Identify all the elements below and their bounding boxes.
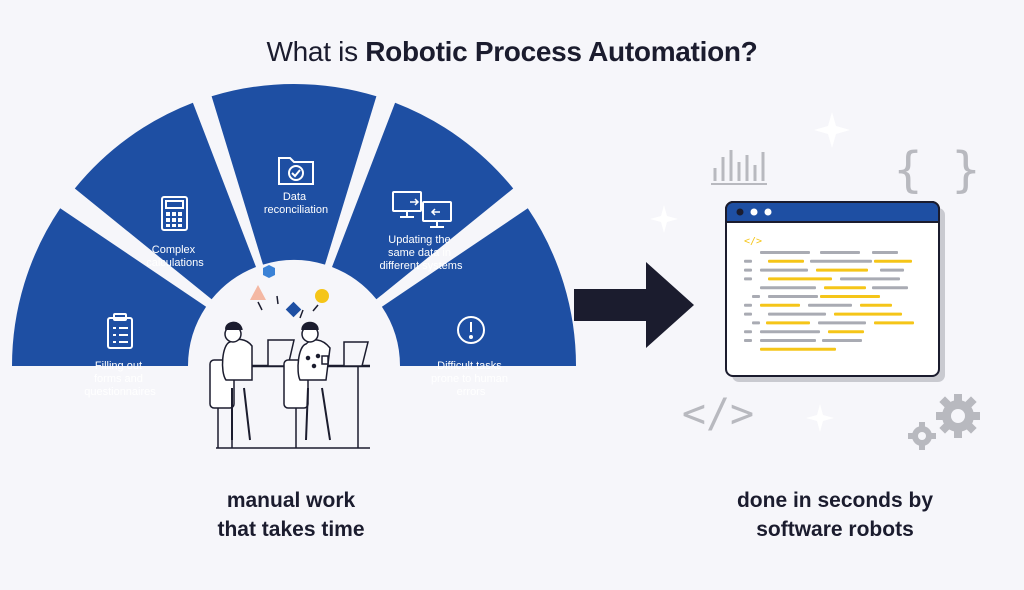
- caption-software-robots: done in seconds by software robots: [700, 486, 970, 544]
- hexagon-shape: [263, 265, 275, 278]
- code-line-bar: [840, 277, 900, 281]
- segment-updating: [332, 102, 514, 300]
- floating-shapes: [250, 265, 329, 319]
- circle-shape: [315, 289, 329, 303]
- code-line-bar: [760, 268, 808, 272]
- diamond-shape: [285, 301, 302, 318]
- caption-line: software robots: [756, 518, 914, 541]
- code-line-bar: [822, 339, 862, 342]
- window-title-bar: [725, 201, 940, 223]
- code-line-bar: [768, 277, 832, 281]
- calculator-icon: [161, 196, 188, 231]
- code-line-bar: [760, 330, 820, 334]
- caption-manual-work: manual work that takes time: [166, 486, 416, 544]
- code-window: </>: [725, 201, 945, 382]
- folder-check-icon: [278, 157, 314, 185]
- code-line-bar: [808, 303, 852, 307]
- code-line-bar: [824, 286, 866, 290]
- code-line-bar: [860, 303, 892, 307]
- segment-label-errors: Difficult tasks prone to human errors: [431, 360, 511, 398]
- gears-icon: [908, 394, 980, 450]
- triangle-shape: [250, 285, 266, 300]
- caption-line: that takes time: [217, 518, 365, 541]
- code-line-bar: [760, 339, 816, 342]
- segment-label-forms: Filling out forms and questionnaires: [84, 360, 156, 398]
- segment-label-calculations: Complex calculations: [146, 244, 204, 269]
- code-line-bar: [752, 295, 760, 298]
- code-line-bar: [880, 268, 904, 272]
- code-line-bar: [818, 321, 866, 325]
- code-lines: [744, 251, 914, 351]
- code-line-bar: [760, 347, 836, 351]
- code-line-bar: [768, 259, 804, 263]
- segment-forms: [11, 208, 207, 366]
- code-line-bar: [752, 321, 760, 325]
- code-line-bar: [810, 259, 872, 263]
- window-dot: [764, 208, 772, 216]
- code-line-bar: [744, 339, 752, 342]
- code-line-bar: [766, 321, 810, 325]
- code-line-bar: [872, 286, 908, 290]
- segment-label-reconciliation: Data reconciliation: [264, 191, 328, 216]
- window-dot: [750, 208, 758, 216]
- code-line-bar: [760, 286, 816, 290]
- code-line-bar: [828, 330, 864, 334]
- code-line-bar: [874, 259, 912, 263]
- right-arrow-icon: [574, 262, 694, 348]
- code-tag-icon: </>: [744, 236, 762, 247]
- code-line-bar: [820, 251, 860, 254]
- code-line-bar: [816, 268, 868, 272]
- exclamation-icon: [457, 316, 485, 344]
- fan-chart: [11, 83, 576, 366]
- code-line-bar: [760, 303, 800, 307]
- code-line-bar: [768, 312, 826, 316]
- code-line-bar: [744, 312, 752, 316]
- code-line-bar: [744, 268, 752, 272]
- segment-label-updating: Updating the same data in different syst…: [380, 234, 463, 272]
- page-title: What is Robotic Process Automation?: [266, 36, 758, 67]
- code-symbol-icon: </>: [682, 391, 754, 437]
- code-line-bar: [874, 321, 914, 325]
- code-line-bar: [744, 259, 752, 263]
- clipboard-checklist-icon: [107, 313, 133, 349]
- segment-errors: [381, 208, 576, 366]
- code-line-bar: [820, 295, 880, 298]
- code-line-bar: [760, 251, 810, 254]
- code-line-bar: [834, 312, 902, 316]
- code-line-bar: [744, 277, 752, 281]
- caption-line: done in seconds by: [736, 489, 934, 512]
- bar-chart-icon: [711, 150, 767, 185]
- code-line-bar: [744, 330, 752, 334]
- curly-braces-icon: { }: [894, 142, 981, 198]
- code-line-bar: [872, 251, 898, 254]
- code-line-bar: [768, 295, 818, 298]
- window-dot: [736, 208, 744, 216]
- code-line-bar: [744, 303, 752, 307]
- sparkle-icon: [650, 112, 850, 432]
- caption-line: manual work: [226, 489, 356, 512]
- monitors-transfer-icon: [392, 191, 452, 228]
- office-workers-illustration: [209, 321, 370, 449]
